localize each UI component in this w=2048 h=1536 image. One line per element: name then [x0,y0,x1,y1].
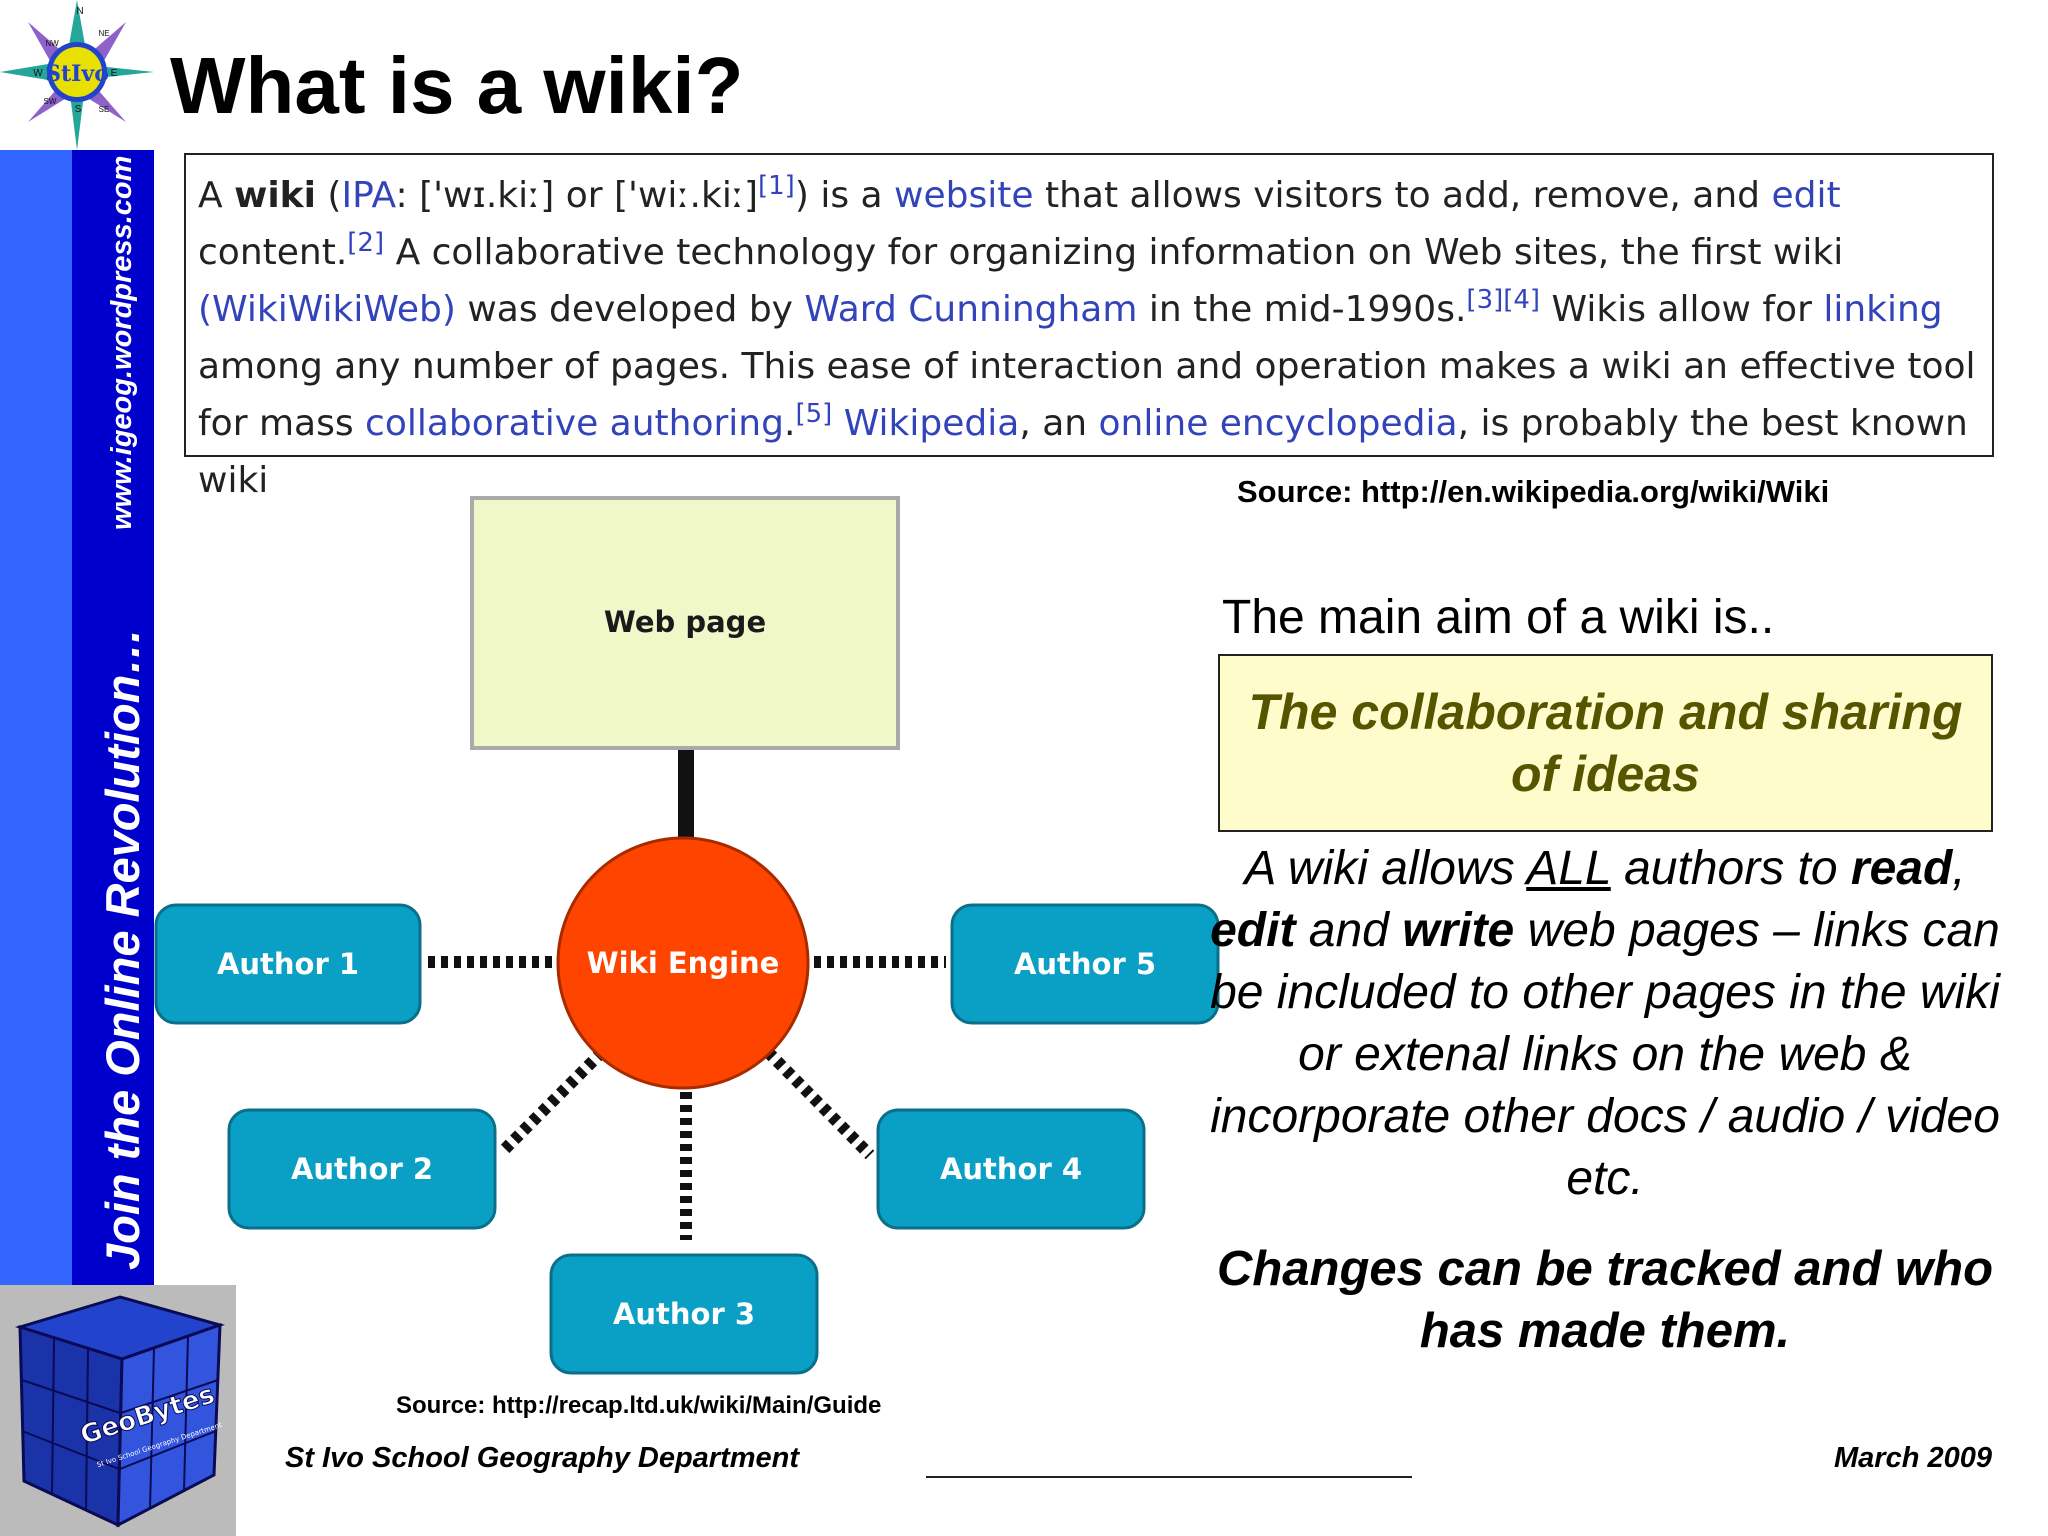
quote-text: . [783,403,796,444]
compass-logo-icon: StIvo N NE E SE S SW W NW [0,0,154,150]
author-label: Author 5 [1014,947,1156,981]
compass-letter: SW [44,97,57,106]
author-node: Author 4 [876,1108,1146,1230]
author-label: Author 4 [940,1152,1082,1186]
compass-letter: NW [45,39,59,48]
quote-citation[interactable]: [5] [795,399,833,429]
paragraph-emphasis: read [1850,842,1953,895]
connector-author-4 [763,1047,875,1160]
paragraph-text: authors to [1610,842,1851,895]
aim-highlight-box: The collaboration and sharing of ideas [1218,654,1993,832]
wiki-engine-label: Wiki Engine [587,946,780,980]
paragraph-emphasis: write [1402,904,1515,957]
wiki-engine-node: Wiki Engine [556,836,810,1090]
quote-link[interactable]: collaborative authoring [365,403,784,444]
compass-letter: SE [99,105,110,114]
quote-link[interactable]: website [894,175,1034,216]
quote-text: in the mid-1990s. [1137,289,1467,330]
changes-tracked-paragraph: Changes can be tracked and who has made … [1216,1242,1994,1358]
compass-letter: W [33,68,43,79]
quote-link[interactable]: IPA [341,175,396,216]
quote-link[interactable]: linking [1823,289,1943,330]
footer-school: St Ivo School Geography Department [285,1442,800,1474]
quote-link[interactable]: Wikipedia [843,403,1020,444]
source-wikipedia: Source: http://en.wikipedia.org/wiki/Wik… [1237,474,1830,509]
compass-letter: N [76,6,83,17]
author-label: Author 1 [217,947,359,981]
compass-letter: S [75,104,82,115]
author-node: Author 5 [950,903,1220,1025]
quote-link[interactable]: Ward Cunningham [804,289,1138,330]
paragraph-emphasis: edit [1210,904,1296,957]
quote-text: ) is a [794,175,895,216]
quote-text: among any number of pages. This ease of … [198,346,1976,444]
quote-text: , an [1019,403,1099,444]
geobytes-cube-logo-icon: GeoBytes St Ivo School Geography Departm… [0,1285,236,1536]
quote-link[interactable]: online encyclopedia [1098,403,1458,444]
quote-link[interactable]: (WikiWikiWeb) [198,289,456,330]
paragraph-emphasis: ALL [1526,842,1611,895]
sidebar-inner [72,150,154,1285]
wiki-diagram: Web page Wiki Engine Author 1 Author 2 A… [154,496,1220,1375]
author-label: Author 2 [291,1152,433,1186]
quote-text: : ['wɪ.kiː] or ['wiː.kiː] [395,175,759,216]
paragraph-text: web pages – links can be included to oth… [1210,904,2000,1205]
wiki-allows-paragraph: A wiki allows ALL authors to read, edit … [1210,838,2000,1210]
sidebar-slogan: Join the Online Revolution… [96,627,149,1270]
quote-term: wiki [234,175,316,216]
quote-citation[interactable]: [2] [347,228,385,258]
quote-link[interactable]: edit [1771,175,1841,216]
wikipedia-quote-box: A wiki (IPA: ['wɪ.kiː] or ['wiː.kiː][1])… [184,153,1994,501]
footer-divider [926,1476,1412,1478]
page-title: What is a wiki? [170,41,744,130]
quote-text: , is probably the best known wiki [198,403,1968,501]
source-recap: Source: http://recap.ltd.uk/wiki/Main/Gu… [396,1392,882,1419]
quote-text: A collaborative technology for organizin… [384,232,1844,273]
author-node: Author 1 [154,903,422,1025]
paragraph-text: , [1952,842,1966,895]
author-node: Author 2 [227,1108,497,1230]
quote-text: Wikis allow for [1540,289,1824,330]
compass-center-label: StIvo [45,61,109,87]
compass-letter: NE [98,29,109,38]
compass-letter: E [111,68,118,79]
author-label: Author 3 [613,1297,755,1331]
quote-text: that allows visitors to add, remove, and [1033,175,1772,216]
quote-text: was developed by [455,289,805,330]
author-node: Author 3 [549,1253,819,1375]
sidebar-url[interactable]: www.igeog.wordpress.com [106,155,138,530]
web-page-label: Web page [604,605,766,639]
quote-text: content. [198,232,348,273]
quote-text: ( [315,175,342,216]
quote-citation[interactable]: [1] [758,171,795,201]
quote-text [832,403,843,444]
paragraph-text: A wiki allows [1244,842,1527,895]
sidebar-top: StIvo N NE E SE S SW W NW [0,0,154,150]
quote-text: A [198,175,235,216]
connector-author-2 [499,1047,607,1155]
aim-intro: The main aim of a wiki is.. [1222,591,1775,644]
footer-date: March 2009 [1834,1442,1992,1474]
paragraph-text: and [1295,904,1403,957]
quote-citation[interactable]: [3][4] [1466,285,1541,315]
web-page-node: Web page [470,496,900,750]
aim-text: The collaboration and sharing of ideas [1248,684,1963,802]
